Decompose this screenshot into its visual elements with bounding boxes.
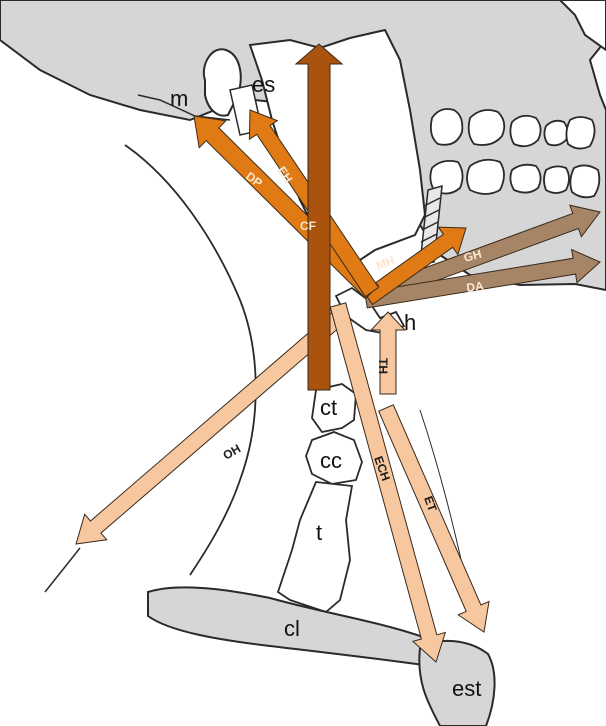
label-constrictor: CF <box>300 219 316 233</box>
label-sternum: est <box>452 676 481 701</box>
label-thyrohyoid: TH <box>376 358 390 374</box>
neck-outline <box>125 145 256 575</box>
label-digastric-anterior: DA <box>465 279 484 295</box>
label-clavicle: cl <box>284 616 300 641</box>
label-styloid: es <box>252 72 275 97</box>
label-cricoid-cartilage: cc <box>320 448 342 473</box>
trachea <box>278 482 352 612</box>
label-hyoid: h <box>404 310 416 335</box>
label-omohyoid: OH <box>221 441 244 462</box>
label-thyroid-cartilage: ct <box>320 395 337 420</box>
arrow-thyrohyoid <box>371 312 405 394</box>
label-trachea: t <box>316 520 322 545</box>
scapula-pointer-line <box>45 548 80 592</box>
label-mastoid: m <box>170 86 188 111</box>
